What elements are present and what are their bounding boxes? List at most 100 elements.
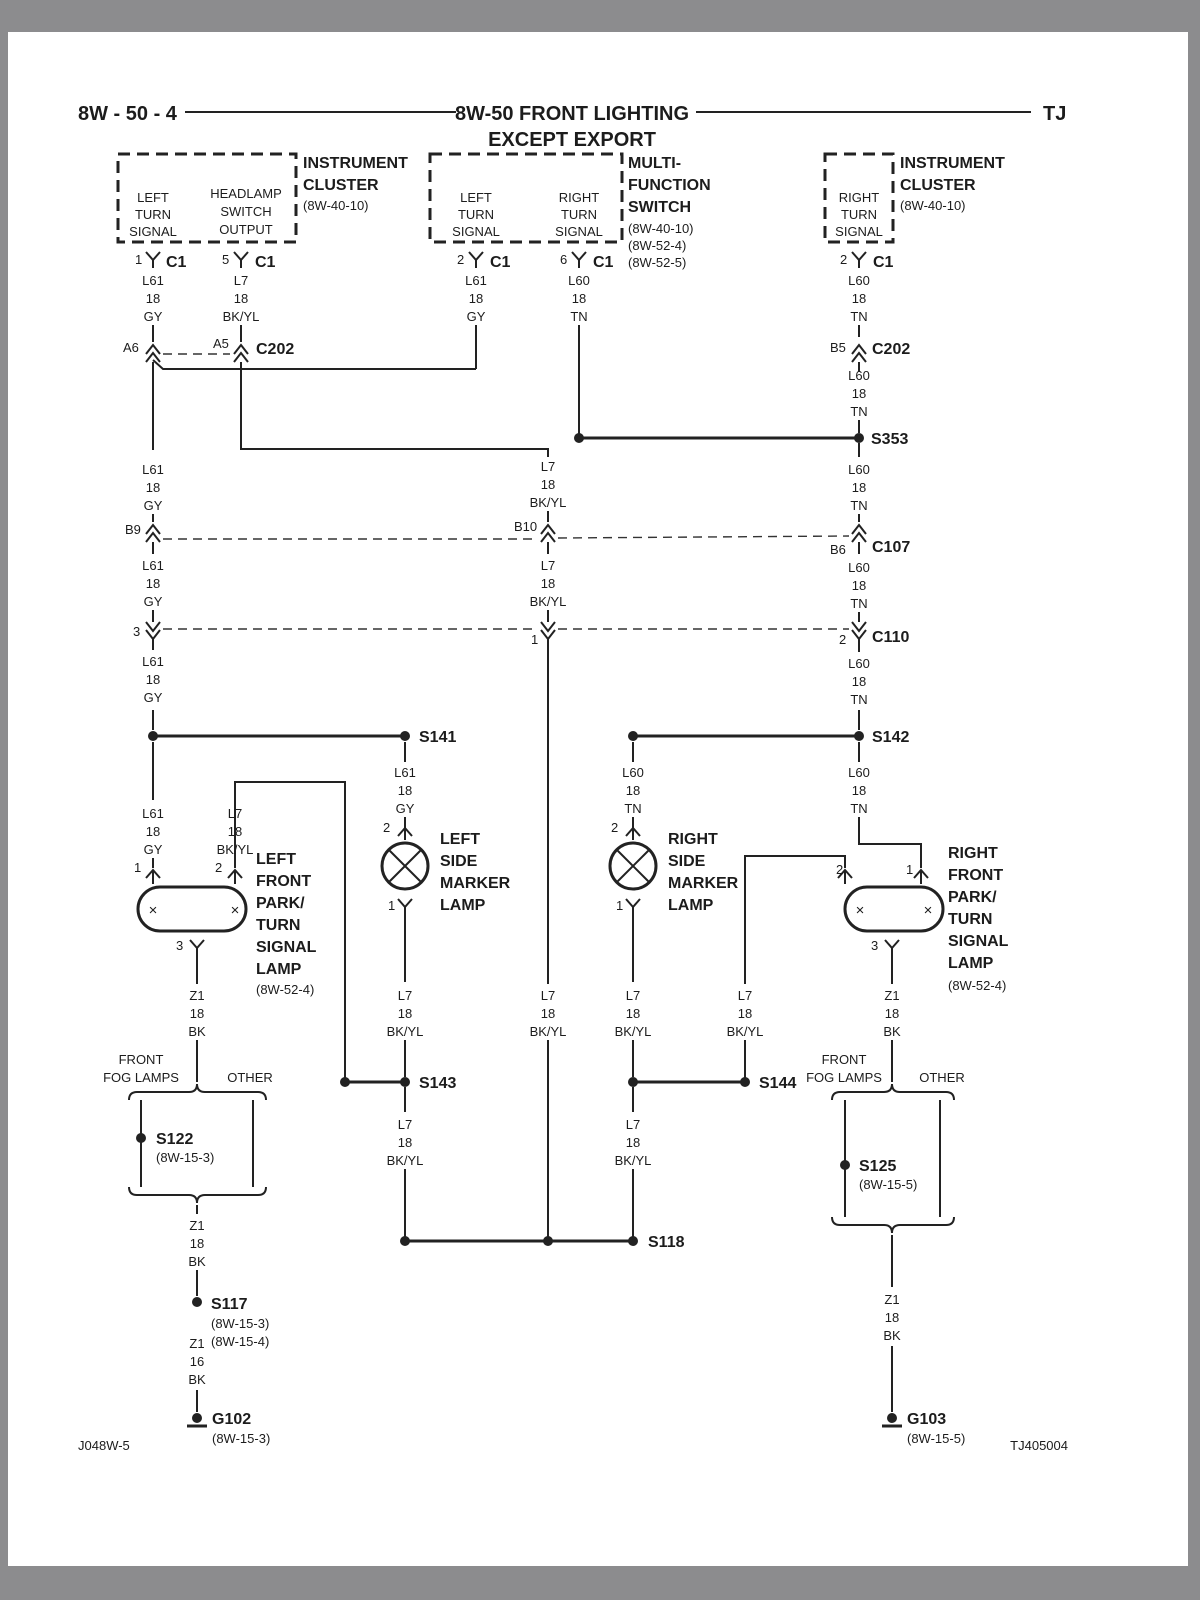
- c202-a6-symbol: [145, 343, 161, 363]
- wire-l7-circuit: L7: [398, 988, 412, 1003]
- cluster-left-fn-hl-3: OUTPUT: [219, 222, 273, 237]
- left-side-marker-lamp: 2 1 LEFT SIDE MARKER LAMP: [380, 820, 511, 920]
- s122-label: S122: [156, 1131, 193, 1148]
- mfs-name-3: SWITCH: [628, 199, 691, 216]
- right-front-park-lamp: 2 1 × × 3 RIGHT FRONT PARK/ TURN SIGNAL …: [744, 845, 1009, 1082]
- s118-label: S118: [648, 1234, 685, 1251]
- s117-ref-1: (8W-15-3): [211, 1316, 269, 1331]
- wire-l7-gauge: 18: [626, 1006, 640, 1021]
- wire-l61-color: GY: [467, 309, 486, 324]
- lamp-filament-icon: ×: [149, 902, 158, 919]
- left-park-lamp-name: TURN: [256, 917, 300, 934]
- wire-z1-gauge: 16: [190, 1354, 204, 1369]
- wire-l61-color: GY: [144, 842, 163, 857]
- left-marker-name: LAMP: [440, 897, 486, 914]
- model-code: TJ: [1043, 103, 1066, 125]
- wire-l60-circuit: L60: [848, 656, 870, 671]
- g102-ref: (8W-15-3): [212, 1431, 270, 1446]
- c107-pin-b10: B10: [514, 519, 537, 534]
- wire-z1-color: BK: [188, 1254, 206, 1269]
- cluster-right-name-1: INSTRUMENT: [900, 155, 1005, 172]
- wire-l60-to-right-park: [858, 817, 922, 868]
- wire-z1-color: BK: [188, 1372, 206, 1387]
- c107-label: C107: [872, 539, 910, 556]
- c202-pin-b5: B5: [830, 340, 846, 355]
- option-other: OTHER: [227, 1070, 273, 1085]
- instrument-cluster-left: INSTRUMENT CLUSTER (8W-40-10) LEFT TURN …: [116, 152, 408, 244]
- left-marker-bulb: [380, 841, 430, 891]
- wire-l7-circuit: L7: [541, 558, 555, 573]
- option-other: OTHER: [919, 1070, 965, 1085]
- wire-l7-route: [240, 362, 549, 457]
- connector-c110: 3 1 2 C110: [133, 621, 909, 647]
- wire-l61-gauge: 18: [146, 672, 160, 687]
- option-front-fog: FRONT: [822, 1052, 867, 1067]
- c107-pin-b9: B9: [125, 522, 141, 537]
- wire-l61-gauge: 18: [398, 783, 412, 798]
- c1-pin-2-num: 2: [457, 252, 464, 267]
- right-marker-name: SIDE: [668, 853, 706, 870]
- right-ground-options: FRONT FOG LAMPS OTHER S125 (8W-15-5): [806, 1052, 965, 1234]
- c1-pin-right-num: 2: [840, 252, 847, 267]
- wire-l7-color: BK/YL: [615, 1024, 652, 1039]
- cluster-left-fn-left-1: LEFT: [137, 190, 169, 205]
- wire-l7-circuit: L7: [234, 273, 248, 288]
- wire-l7-gauge: 18: [541, 1006, 555, 1021]
- c1-pin-6-num: 6: [560, 252, 567, 267]
- mfs-name-2: FUNCTION: [628, 177, 711, 194]
- wire-l7-circuit: L7: [398, 1117, 412, 1132]
- c202-label-left: C202: [256, 341, 294, 358]
- svg-text:3: 3: [176, 938, 183, 953]
- wire-l7-color: BK/YL: [387, 1153, 424, 1168]
- c202-a5-symbol: [233, 343, 249, 363]
- c110-pin-1: 1: [531, 632, 538, 647]
- wire-l7-color: BK/YL: [727, 1024, 764, 1039]
- svg-text:1: 1: [616, 898, 623, 913]
- wire-l7-color: BK/YL: [223, 309, 260, 324]
- c1-pin-2-symbol: [468, 251, 484, 268]
- wire-z1-circuit: Z1: [189, 1336, 204, 1351]
- c1-pin-5-label: C1: [255, 254, 276, 271]
- wire-z1-circuit: Z1: [884, 1292, 899, 1307]
- wire-l7-color: BK/YL: [615, 1153, 652, 1168]
- right-park-lamp-ref: (8W-52-4): [948, 978, 1006, 993]
- wire-z1-gauge: 18: [190, 1006, 204, 1021]
- right-park-lamp-name: FRONT: [948, 867, 1003, 884]
- wire-z1-color: BK: [883, 1328, 901, 1343]
- wire-l60-circuit: L60: [848, 560, 870, 575]
- wire-l7-gauge: 18: [398, 1006, 412, 1021]
- page-title: 8W-50 FRONT LIGHTING: [455, 103, 689, 125]
- s353-label: S353: [871, 431, 908, 448]
- wire-l7-left-park-feed: [234, 781, 346, 1082]
- c107-pin-b6: B6: [830, 542, 846, 557]
- cluster-right-fn-3: SIGNAL: [835, 224, 883, 239]
- c202-pin-a6: A6: [123, 340, 139, 355]
- wire-l7-gauge: 18: [228, 824, 242, 839]
- wire-l7-gauge: 18: [541, 477, 555, 492]
- cluster-left-fn-left-3: SIGNAL: [129, 224, 177, 239]
- mfs-ref-3: (8W-52-5): [628, 255, 686, 270]
- wire-l60-circuit: L60: [848, 368, 870, 383]
- svg-text:2: 2: [836, 862, 843, 877]
- wire-l7-gauge: 18: [234, 291, 248, 306]
- mfs-name-1: MULTI-: [628, 155, 681, 172]
- wire-l7-circuit: L7: [626, 1117, 640, 1132]
- wire-l60-color: TN: [570, 309, 587, 324]
- wire-l61-circuit: L61: [142, 462, 164, 477]
- option-brace-bottom: [128, 1186, 267, 1204]
- wire-l60-color: TN: [850, 596, 867, 611]
- wire-l61-circuit: L61: [465, 273, 487, 288]
- wire-l60-gauge: 18: [852, 291, 866, 306]
- cluster-left-name-2: CLUSTER: [303, 177, 379, 194]
- wire-l7-circuit: L7: [541, 988, 555, 1003]
- wire-l7-gauge: 18: [541, 576, 555, 591]
- c1-pin-6-symbol: [571, 251, 587, 268]
- footer-left-code: J048W-5: [78, 1438, 130, 1453]
- c1-pin-5-num: 5: [222, 252, 229, 267]
- wire-l7-gauge: 18: [398, 1135, 412, 1150]
- wire-l7-circuit: L7: [541, 459, 555, 474]
- ground-g102-icon: [187, 1413, 207, 1428]
- option-brace-top: [831, 1083, 955, 1101]
- lamp-filament-icon: ×: [231, 902, 240, 919]
- right-park-lamp-name: RIGHT: [948, 845, 998, 862]
